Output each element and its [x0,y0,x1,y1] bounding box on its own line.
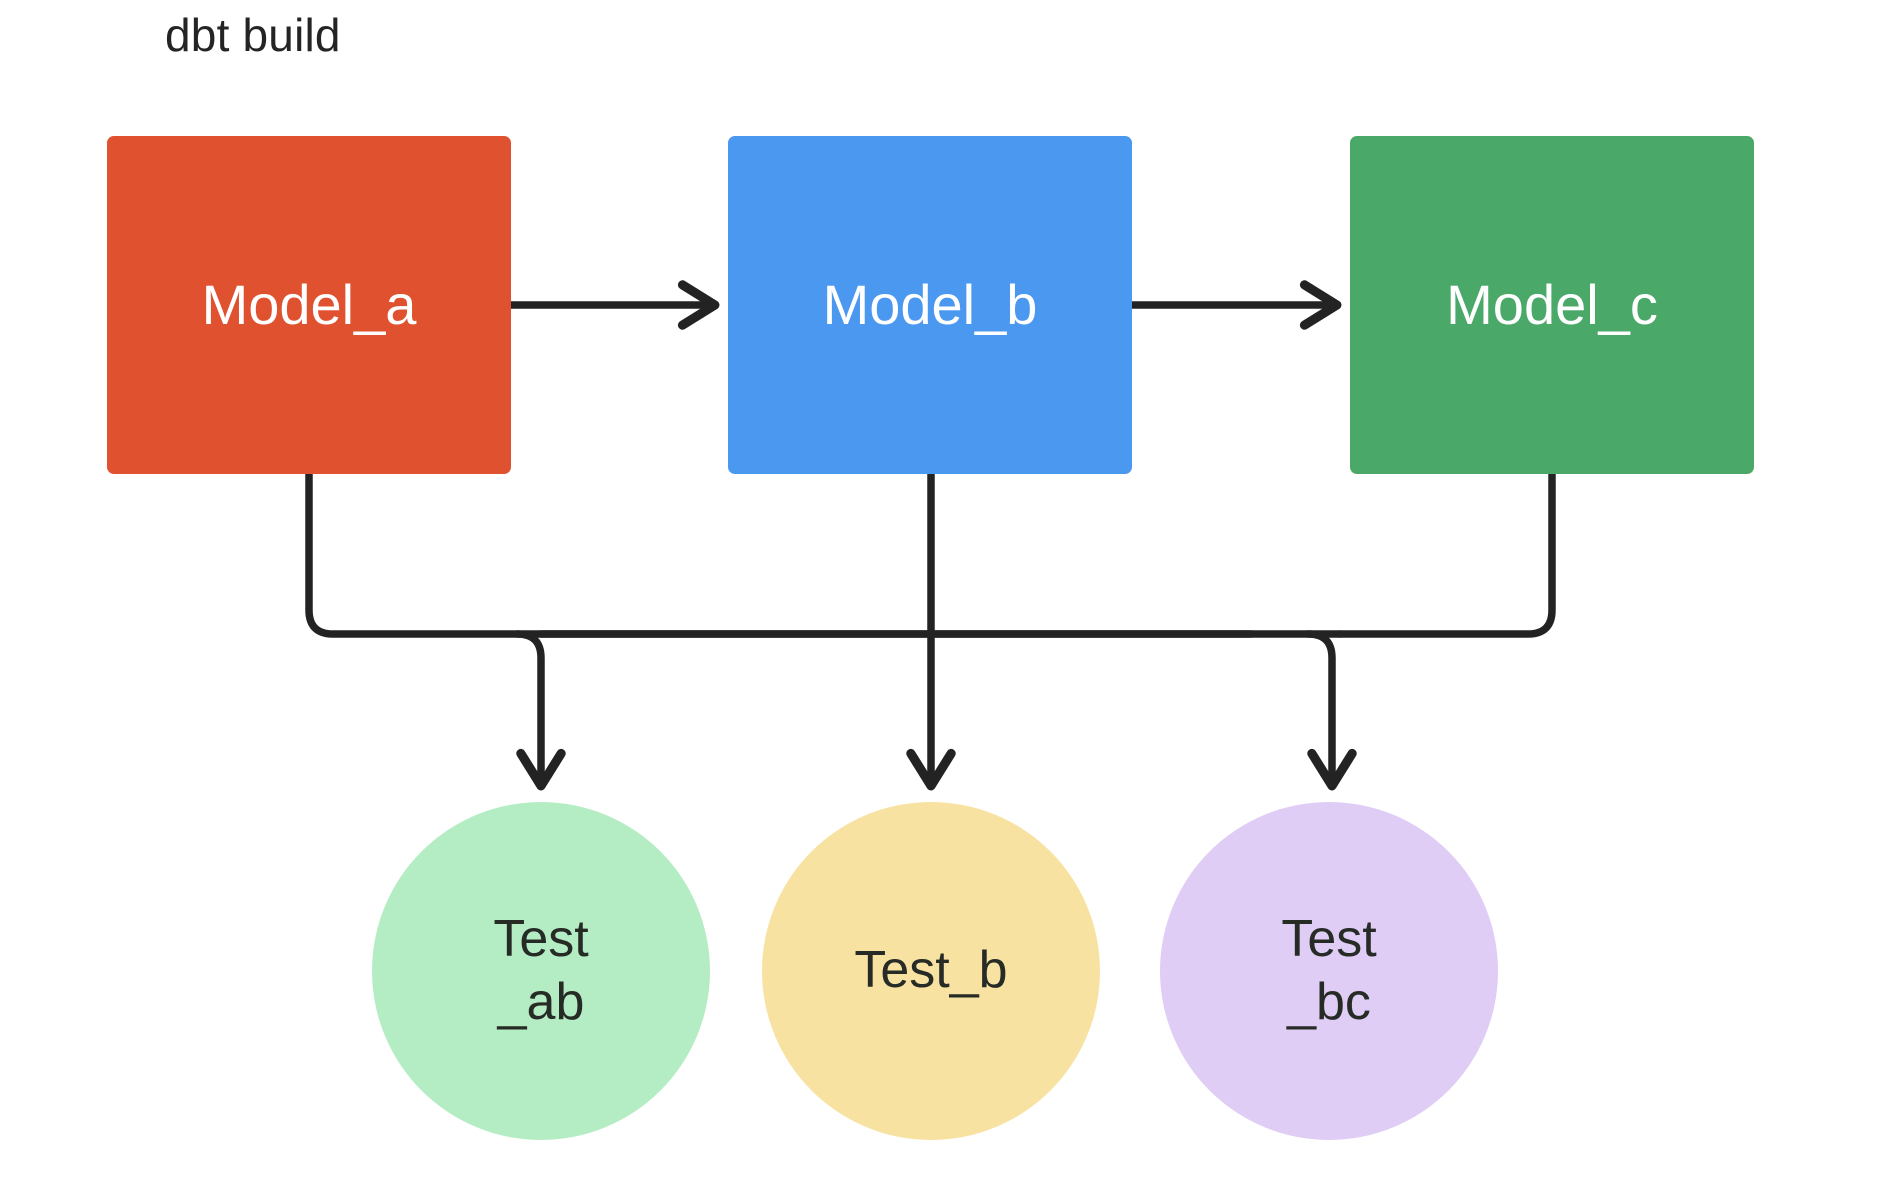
page-title: dbt build [165,9,341,61]
edge-model-a-to-bus [305,470,1255,638]
node-test-bc-label: Test _bc [1281,909,1377,1031]
edge-bus-to-test-bc [1304,630,1357,791]
node-test-b-label: Test_b [854,941,1008,1000]
node-test-ab-label: Test _ab [493,909,589,1031]
node-model-c[interactable]: Model_c [1350,136,1754,474]
node-test-b[interactable]: Test_b [762,802,1100,1140]
node-model-b-label: Model_b [822,272,1038,336]
edge-bus-to-test-ab [513,630,566,791]
node-model-a[interactable]: Model_a [107,136,511,474]
node-model-b[interactable]: Model_b [728,136,1132,474]
node-model-c-label: Model_c [1446,272,1658,336]
node-model-a-label: Model_a [201,272,417,336]
node-test-ab[interactable]: Test _ab [372,802,710,1140]
edge-model-c-to-bus [1336,470,1556,638]
node-test-bc[interactable]: Test _bc [1160,802,1498,1140]
